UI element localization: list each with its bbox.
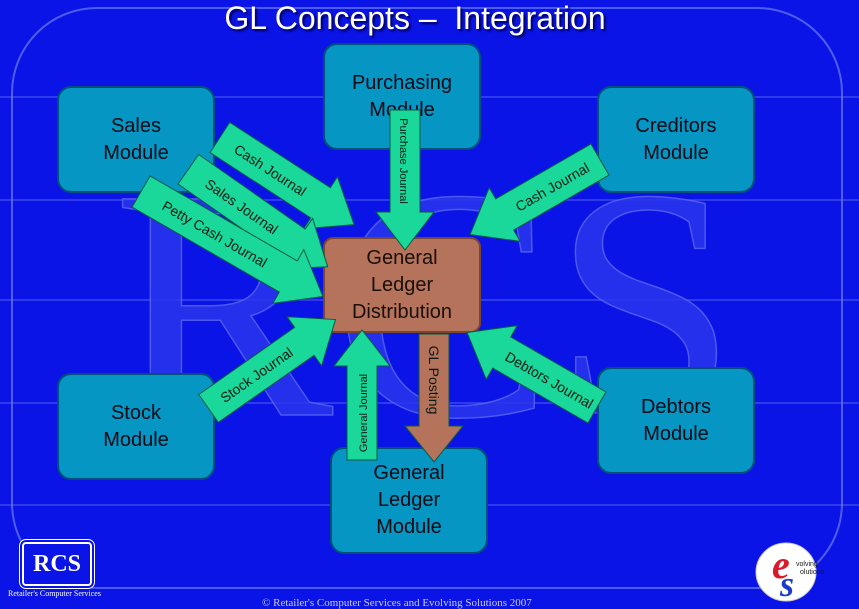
stock-journal-arrow-shape	[198, 316, 337, 424]
debtors-journal-arrow: Debtors Journal	[466, 325, 607, 424]
sales-module-line1: Sales	[110, 114, 161, 137]
rcs-logo-caption: Retailer's Computer Services	[8, 589, 101, 598]
svg-text:s: s	[779, 564, 794, 602]
gl-distribution-line3: Distribution	[351, 300, 453, 323]
solutions-text: olutions	[800, 569, 825, 576]
purchase-journal-arrow-label: Purchase Journal	[397, 118, 409, 204]
gl-posting-arrow-label: GL Posting	[426, 346, 442, 415]
debtors-journal-arrow-shape	[466, 325, 607, 424]
gl-distribution-box: General Ledger Distribution	[323, 237, 481, 333]
gl-posting-arrow-shape	[403, 333, 465, 463]
debtors-module-line2: Module	[643, 422, 709, 445]
debtors-module-line1: Debtors	[640, 395, 712, 418]
evolving-solutions-logo: e s volving olutions	[755, 542, 825, 602]
gl-module-line2: Ledger	[377, 489, 441, 511]
footer-copyright: © Retailer's Computer Services and Evolv…	[262, 597, 532, 609]
gl-distribution-line2: Ledger	[370, 273, 434, 296]
cash-journal-sales-arrow-shape	[209, 121, 355, 230]
evolving-text: volving	[796, 561, 818, 568]
rcs-logo: RCS	[22, 542, 92, 586]
purchase-journal-arrow-shape	[374, 109, 436, 251]
general-journal-arrow-shape	[332, 329, 392, 461]
background-frame	[11, 7, 843, 589]
stock-module-line1: Stock	[110, 401, 161, 424]
general-journal-arrow: General Journal	[332, 329, 392, 461]
purchasing-module-line1: Purchasing	[351, 71, 453, 94]
gl-distribution-line1: General	[366, 246, 438, 269]
gl-module-line1: General	[373, 462, 445, 484]
gl-posting-arrow: GL Posting	[403, 333, 465, 463]
cash-journal-creditors-arrow: Cash Journal	[469, 143, 610, 242]
svg-text:e: e	[772, 542, 790, 587]
gl-module-line3: Module	[376, 516, 442, 538]
page-title: GL Concepts – Integration	[224, 0, 606, 36]
stock-journal-arrow: Stock Journal	[198, 316, 337, 424]
general-journal-arrow-label: General Journal	[358, 374, 370, 452]
cash-journal-creditors-arrow-shape	[469, 143, 610, 242]
stock-module-line2: Module	[103, 428, 169, 451]
sales-module-line2: Module	[103, 141, 169, 164]
creditors-module-line2: Module	[643, 141, 709, 164]
purchase-journal-arrow: Purchase Journal	[374, 109, 436, 251]
petty-cash-journal-arrow-shape	[131, 175, 324, 304]
creditors-module-line1: Creditors	[635, 114, 717, 137]
